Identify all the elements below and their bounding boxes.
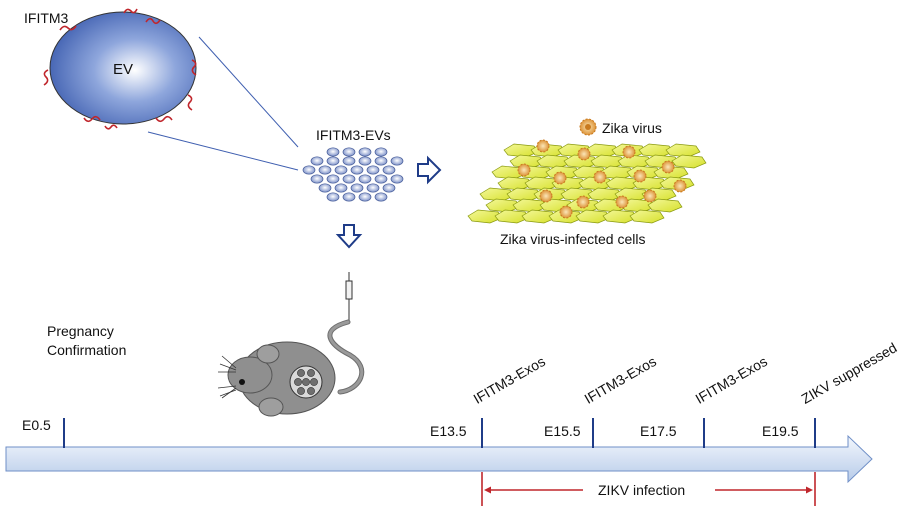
- zoom-line-bottom: [147, 131, 299, 171]
- cell-shape: [647, 198, 683, 213]
- small-ev: [358, 192, 372, 202]
- virus-particle: [536, 139, 550, 153]
- small-ev: [342, 192, 356, 202]
- ifitm3-evs-label: IFITM3-EVs: [316, 127, 391, 143]
- small-ev: [310, 174, 324, 184]
- small-ev: [382, 165, 396, 175]
- small-ev: [310, 156, 324, 166]
- virus-particle: [577, 147, 591, 161]
- infected-cell-sheet: [467, 139, 707, 224]
- small-ev: [350, 183, 364, 193]
- small-ev: [302, 165, 316, 175]
- infection-label: ZIKV infection: [598, 482, 686, 498]
- zoom-line-top: [198, 36, 299, 148]
- syringe-icon: [345, 272, 353, 322]
- small-ev: [350, 165, 364, 175]
- small-ev: [342, 147, 356, 157]
- small-ev: [326, 156, 340, 166]
- mouse-icon: [217, 319, 365, 417]
- ifitm3-label: IFITM3: [24, 10, 69, 26]
- virus-particle: [673, 179, 687, 193]
- small-ev: [358, 156, 372, 166]
- small-ev: [326, 192, 340, 202]
- small-ev: [326, 174, 340, 184]
- small-ev: [390, 156, 404, 166]
- virus-particle: [615, 195, 629, 209]
- virus-particle: [517, 163, 531, 177]
- small-ev: [334, 183, 348, 193]
- virus-particle: [622, 145, 636, 159]
- day-label-e19-5: E19.5: [762, 423, 799, 439]
- zika-virus-label: Zika virus: [602, 120, 662, 136]
- mouse-whiskers: [217, 355, 237, 399]
- small-ev: [374, 156, 388, 166]
- ifitm3-protein-icons: [43, 8, 197, 130]
- small-ev: [326, 147, 340, 157]
- small-ev: [374, 147, 388, 157]
- virus-particle: [553, 171, 567, 185]
- small-ev: [390, 174, 404, 184]
- confirmation-label: Confirmation: [47, 342, 127, 358]
- small-ev: [334, 165, 348, 175]
- virus-particle: [539, 189, 553, 203]
- pregnancy-label: Pregnancy: [47, 323, 114, 339]
- small-ev: [366, 165, 380, 175]
- virus-particle: [576, 195, 590, 209]
- virus-particle: [593, 170, 607, 184]
- virus-particle: [661, 160, 675, 174]
- cell-shape: [665, 143, 701, 158]
- virus-particle: [633, 169, 647, 183]
- arrow-right-icon: [417, 155, 442, 185]
- arrow-down-icon: [335, 224, 363, 249]
- extracellular-vesicle: [43, 8, 197, 130]
- small-ev: [342, 174, 356, 184]
- ev-cluster: [302, 147, 404, 202]
- cell-shape: [671, 154, 707, 169]
- small-ev: [318, 165, 332, 175]
- cell-shape: [629, 209, 665, 224]
- small-ev: [366, 183, 380, 193]
- virus-particle: [643, 189, 657, 203]
- small-ev: [374, 192, 388, 202]
- small-ev: [318, 183, 332, 193]
- timeline-ticks: [63, 418, 816, 448]
- small-ev: [382, 183, 396, 193]
- small-ev: [374, 174, 388, 184]
- small-ev: [358, 174, 372, 184]
- day-label-e0-5: E0.5: [22, 417, 51, 433]
- day-label-e17-5: E17.5: [640, 423, 677, 439]
- zika-virus-icon: [579, 118, 597, 136]
- ev-label: EV: [113, 61, 134, 78]
- infected-cells-caption: Zika virus-infected cells: [500, 231, 646, 247]
- day-label-e13-5: E13.5: [430, 423, 467, 439]
- virus-particle: [559, 205, 573, 219]
- small-ev: [358, 147, 372, 157]
- day-label-e15-5: E15.5: [544, 423, 581, 439]
- infection-bracket: [481, 472, 816, 506]
- small-ev: [342, 156, 356, 166]
- timeline-arrow: [5, 434, 873, 484]
